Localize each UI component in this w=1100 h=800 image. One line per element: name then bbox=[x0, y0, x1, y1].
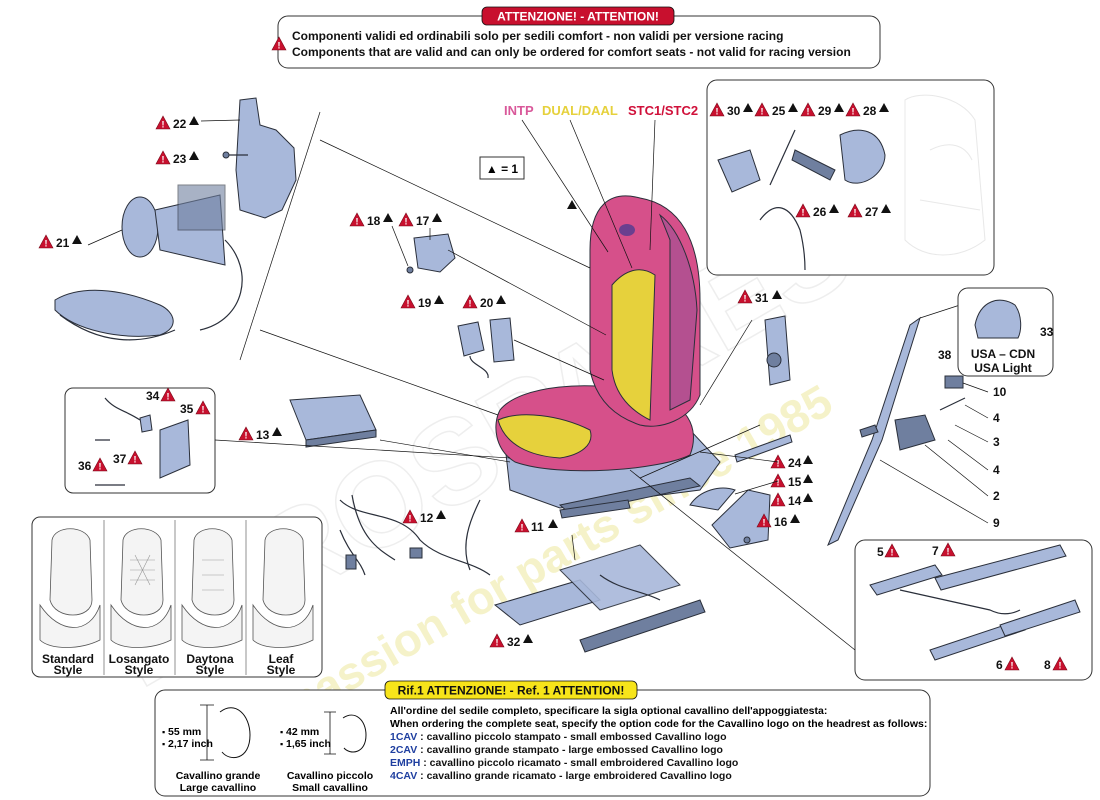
svg-text:7: 7 bbox=[932, 544, 939, 558]
svg-text:55 mm: 55 mm bbox=[168, 726, 201, 738]
svg-text:Cavallino piccolo: Cavallino piccolo bbox=[287, 770, 373, 782]
svg-text:2CAV : cavallino grande stampa: 2CAV : cavallino grande stampato - large… bbox=[390, 744, 723, 756]
svg-text:27: 27 bbox=[865, 205, 879, 219]
svg-text:35: 35 bbox=[180, 402, 194, 416]
svg-text:3: 3 bbox=[993, 435, 1000, 449]
svg-text:20: 20 bbox=[480, 296, 494, 310]
svg-text:29: 29 bbox=[818, 104, 832, 118]
svg-text:36: 36 bbox=[78, 459, 92, 473]
variant-intp: INTP bbox=[504, 103, 534, 118]
legend-key: ▲ = 1 bbox=[479, 156, 525, 180]
ref-intro-en: When ordering the complete seat, specify… bbox=[390, 718, 927, 730]
part-31-motor bbox=[764, 315, 791, 386]
style-losangato-2: Style bbox=[125, 663, 154, 677]
svg-text:5: 5 bbox=[877, 545, 884, 559]
svg-text:14: 14 bbox=[788, 494, 802, 508]
svg-text:6: 6 bbox=[996, 658, 1003, 672]
svg-text:12: 12 bbox=[420, 511, 434, 525]
svg-text:2,17 inch: 2,17 inch bbox=[168, 738, 213, 750]
part-32-frame bbox=[493, 544, 706, 653]
part-19-20 bbox=[457, 317, 515, 379]
svg-text:▲ = 1: ▲ = 1 bbox=[486, 162, 519, 176]
main-seat bbox=[495, 195, 721, 515]
top-notice: ATTENZIONE! - ATTENTION! Componenti vali… bbox=[271, 6, 881, 69]
svg-text:22: 22 bbox=[173, 117, 187, 131]
svg-text:EMPH : cavallino piccolo ricam: EMPH : cavallino piccolo ricamato - smal… bbox=[390, 757, 738, 769]
part-21-lumbar bbox=[54, 184, 243, 341]
svg-text:32: 32 bbox=[507, 635, 521, 649]
svg-text:38: 38 bbox=[938, 348, 952, 362]
svg-text:4: 4 bbox=[993, 463, 1000, 477]
svg-text:10: 10 bbox=[993, 385, 1007, 399]
svg-text:31: 31 bbox=[755, 291, 769, 305]
svg-text:▪: ▪ bbox=[162, 739, 165, 749]
svg-text:1,65 inch: 1,65 inch bbox=[286, 738, 331, 750]
part-17-18 bbox=[406, 233, 456, 274]
svg-text:16: 16 bbox=[774, 515, 788, 529]
svg-text:25: 25 bbox=[772, 104, 786, 118]
svg-text:34: 34 bbox=[146, 389, 160, 403]
ref-intro-it: All'ordine del sedile completo, specific… bbox=[390, 705, 827, 717]
svg-text:33: 33 bbox=[1040, 325, 1054, 339]
svg-text:4: 4 bbox=[993, 411, 1000, 425]
svg-text:USA Light: USA Light bbox=[974, 361, 1032, 375]
svg-text:37: 37 bbox=[113, 452, 127, 466]
svg-text:2: 2 bbox=[993, 489, 1000, 503]
svg-text:13: 13 bbox=[256, 428, 270, 442]
svg-text:19: 19 bbox=[418, 296, 432, 310]
svg-text:9: 9 bbox=[993, 516, 1000, 530]
style-losangato-1: Losangato bbox=[109, 652, 170, 666]
svg-text:11: 11 bbox=[531, 520, 544, 534]
svg-text:Cavallino grande: Cavallino grande bbox=[176, 770, 261, 782]
svg-text:30: 30 bbox=[727, 104, 741, 118]
part-13-ecu bbox=[289, 394, 377, 448]
part-12-harness bbox=[339, 494, 491, 576]
svg-text:42 mm: 42 mm bbox=[286, 726, 319, 738]
usa-box bbox=[957, 287, 1054, 377]
part-14-16 bbox=[689, 434, 793, 549]
inset-rails bbox=[854, 539, 1093, 681]
style-leaf-2: Style bbox=[267, 663, 296, 677]
svg-text:Small cavallino: Small cavallino bbox=[292, 782, 368, 794]
svg-text:17: 17 bbox=[416, 214, 430, 228]
top-notice-badge: ATTENZIONE! - ATTENTION! bbox=[497, 10, 659, 24]
svg-text:4CAV : cavallino grande ricama: 4CAV : cavallino grande ricamato - large… bbox=[390, 770, 732, 782]
ref-badge: Rif.1 ATTENZIONE! - Ref. 1 ATTENTION! bbox=[398, 684, 625, 698]
style-leaf-1: Leaf bbox=[269, 652, 295, 666]
svg-text:1CAV : cavallino piccolo stamp: 1CAV : cavallino piccolo stampato - smal… bbox=[390, 731, 726, 743]
svg-text:23: 23 bbox=[173, 152, 187, 166]
style-standard-1: Standard bbox=[42, 652, 94, 666]
svg-text:26: 26 bbox=[813, 205, 827, 219]
style-daytona-2: Style bbox=[196, 663, 225, 677]
inset-top-right bbox=[706, 79, 995, 276]
ref-box: Rif.1 ATTENZIONE! - Ref. 1 ATTENTION! 55… bbox=[154, 680, 931, 797]
part-22-23-panel bbox=[222, 97, 297, 219]
style-standard-2: Style bbox=[54, 663, 83, 677]
svg-text:18: 18 bbox=[367, 214, 381, 228]
svg-text:▪: ▪ bbox=[280, 727, 283, 737]
top-notice-en: Components that are valid and can only b… bbox=[292, 45, 851, 59]
svg-text:15: 15 bbox=[788, 475, 802, 489]
variant-dual: DUAL/DAAL bbox=[542, 103, 618, 118]
top-notice-it: Componenti validi ed ordinabili solo per… bbox=[292, 29, 783, 43]
svg-text:21: 21 bbox=[56, 236, 70, 250]
svg-text:8: 8 bbox=[1044, 658, 1051, 672]
style-daytona-1: Daytona bbox=[186, 652, 234, 666]
styles-box bbox=[31, 516, 323, 678]
svg-text:24: 24 bbox=[788, 456, 802, 470]
svg-text:▪: ▪ bbox=[162, 727, 165, 737]
variant-stc: STC1/STC2 bbox=[628, 103, 698, 118]
svg-text:Large cavallino: Large cavallino bbox=[180, 782, 256, 794]
svg-text:USA – CDN: USA – CDN bbox=[971, 347, 1035, 361]
svg-text:28: 28 bbox=[863, 104, 877, 118]
svg-text:▪: ▪ bbox=[280, 739, 283, 749]
